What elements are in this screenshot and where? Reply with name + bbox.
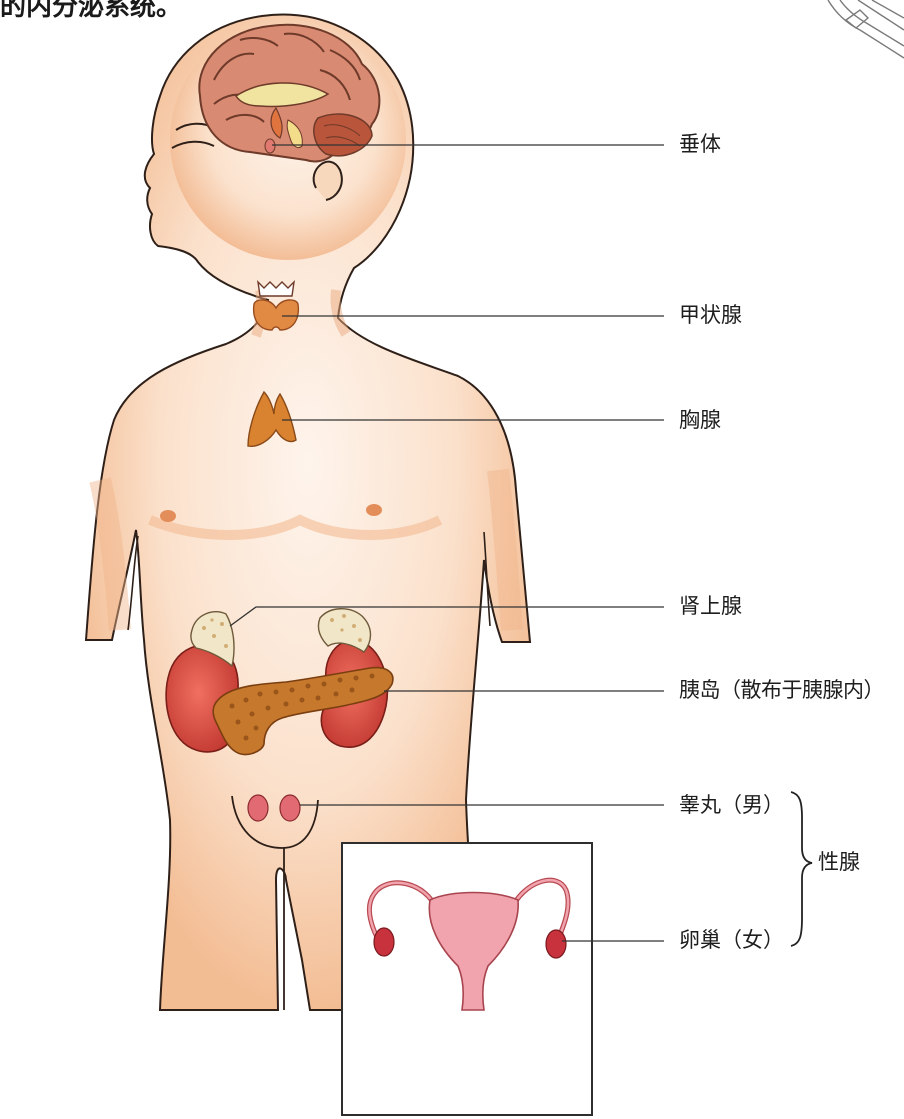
ovary-left xyxy=(374,928,394,956)
gonads-brace xyxy=(791,792,812,946)
label-thymus: 胸腺 xyxy=(679,410,721,431)
ovary-right xyxy=(546,930,566,958)
pituitary-gland xyxy=(265,139,275,153)
testis-left xyxy=(248,795,268,821)
stamp-watermark xyxy=(828,0,904,58)
label-pituitary: 垂体 xyxy=(679,134,721,155)
female-inset xyxy=(342,843,592,1115)
label-ovary: 卵巢（女） xyxy=(679,930,784,951)
testis-right xyxy=(280,795,300,821)
label-testis: 睾丸（男） xyxy=(679,795,784,816)
label-thyroid: 甲状腺 xyxy=(679,305,742,326)
label-gonads: 性腺 xyxy=(818,852,860,873)
label-islets: 胰岛（散布于胰腺内） xyxy=(679,680,884,701)
label-adrenal: 肾上腺 xyxy=(679,596,742,617)
